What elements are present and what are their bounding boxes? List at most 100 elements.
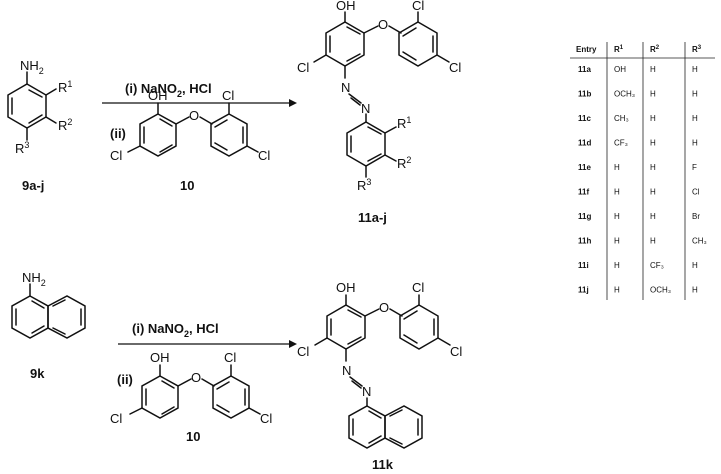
table-entry-cell: 11h	[578, 237, 591, 246]
table-cell: F	[692, 163, 697, 172]
product-o-label: O	[378, 17, 388, 32]
product-cl-right: Cl	[449, 60, 461, 75]
table-cell: CF₃	[650, 261, 664, 270]
table-entry-cell: 11a	[578, 65, 591, 74]
table-cell: Br	[692, 212, 700, 221]
scheme2: NH2 9k (i) NaNO2, HCl (ii) OH O Cl	[11, 270, 462, 472]
product-o-label: O	[379, 300, 389, 315]
reagent-cl-right: Cl	[260, 411, 272, 426]
reactant-aniline-ring	[7, 71, 57, 141]
azo-n1-label: N	[342, 363, 351, 378]
reagent-oh-label: OH	[150, 350, 170, 365]
table-row: 11g H H Br	[578, 212, 700, 221]
table-cell: H	[692, 139, 698, 148]
reactant-nh2-label: NH2	[22, 270, 46, 288]
table-cell: H	[650, 212, 656, 221]
table-cell: H	[692, 286, 698, 295]
table-cell: H	[650, 163, 656, 172]
table-cell: OCH₃	[650, 286, 671, 295]
reagent-oh-label: OH	[148, 88, 168, 103]
azo-double-bond	[348, 93, 362, 104]
reactant-naphthalene	[11, 283, 86, 339]
product-r1-label: R1	[397, 115, 411, 131]
product-chlorophenyl-ring	[388, 11, 450, 67]
reactant-r3-label: R3	[15, 140, 29, 156]
reactant-nh2-label: NH2	[20, 58, 44, 76]
table-header-cell: Entry	[576, 45, 597, 54]
azo-n2-label: N	[361, 101, 370, 116]
table-cell: H	[614, 261, 620, 270]
product-cl-left: Cl	[297, 344, 309, 359]
product-aryl-ring	[346, 113, 397, 178]
reagent-cl-left: Cl	[110, 411, 122, 426]
reagent-phenol-ring	[129, 364, 192, 419]
product-compound-label: 11k	[372, 457, 394, 472]
reactant-r1-label: R1	[58, 79, 72, 95]
table-header-cell: R3	[692, 45, 702, 54]
azo-n1-label: N	[341, 80, 350, 95]
table-cell: H	[692, 90, 698, 99]
product-r3-label: R3	[357, 177, 371, 193]
table-entry-cell: 11d	[578, 139, 591, 148]
table-cell: H	[650, 65, 656, 74]
reagent-phenol-ring	[127, 102, 190, 157]
table-entry-cell: 11c	[578, 114, 591, 123]
azo-double-bond	[349, 376, 363, 387]
table-cell: H	[692, 261, 698, 270]
table-cell: CF₃	[614, 139, 628, 148]
reagent-cl-right: Cl	[258, 148, 270, 163]
table-cell: H	[692, 65, 698, 74]
table-cell: H	[614, 237, 620, 246]
reagent-chlorophenyl-ring	[199, 102, 259, 157]
step2-label: (ii)	[117, 372, 133, 387]
product-phenol-ring	[313, 11, 379, 79]
product-chlorophenyl-ring	[389, 294, 451, 350]
reagent-compound-label: 10	[180, 178, 194, 193]
table-cell: H	[692, 114, 698, 123]
product-phenol-ring	[314, 294, 380, 362]
reagent-o-label: O	[191, 370, 201, 385]
product-cl-top: Cl	[412, 0, 424, 13]
table-entry-cell: 11f	[578, 188, 589, 197]
arrow-head-icon	[289, 99, 297, 107]
product-oh-label: OH	[336, 0, 356, 13]
reagent-o-label: O	[189, 108, 199, 123]
table-entry-cell: 11j	[578, 286, 589, 295]
table-cell: H	[650, 139, 656, 148]
reagent-cl-top: Cl	[224, 350, 236, 365]
table-cell: H	[650, 90, 656, 99]
table-cell: H	[614, 212, 620, 221]
scheme1: NH2 R1 R2 R3 9a-j (i) NaNO2, HCl (ii) OH…	[7, 0, 461, 225]
product-cl-top: Cl	[412, 280, 424, 295]
product-naphthalene	[348, 397, 423, 449]
product-cl-right: Cl	[450, 344, 462, 359]
product-oh-label: OH	[336, 280, 356, 295]
azo-n2-label: N	[362, 384, 371, 399]
table-entry-cell: 11b	[578, 90, 591, 99]
reagent-chlorophenyl-ring	[201, 364, 261, 419]
table-cell: H	[614, 188, 620, 197]
table-entry-cell: 11g	[578, 212, 591, 221]
table-entry-cell: 11e	[578, 163, 591, 172]
reagent-cl-left: Cl	[110, 148, 122, 163]
product-compound-label: 11a-j	[358, 210, 387, 225]
table-row: 11d CF₃ H H	[578, 139, 698, 148]
reactant-compound-label: 9a-j	[22, 178, 44, 193]
reactant-r2-label: R2	[58, 117, 72, 133]
step2-label: (ii)	[110, 126, 126, 141]
reactant-compound-label: 9k	[30, 366, 45, 381]
table-cell: H	[650, 114, 656, 123]
table-cell: CH₃	[692, 237, 707, 246]
reagent-compound-label: 10	[186, 429, 200, 444]
